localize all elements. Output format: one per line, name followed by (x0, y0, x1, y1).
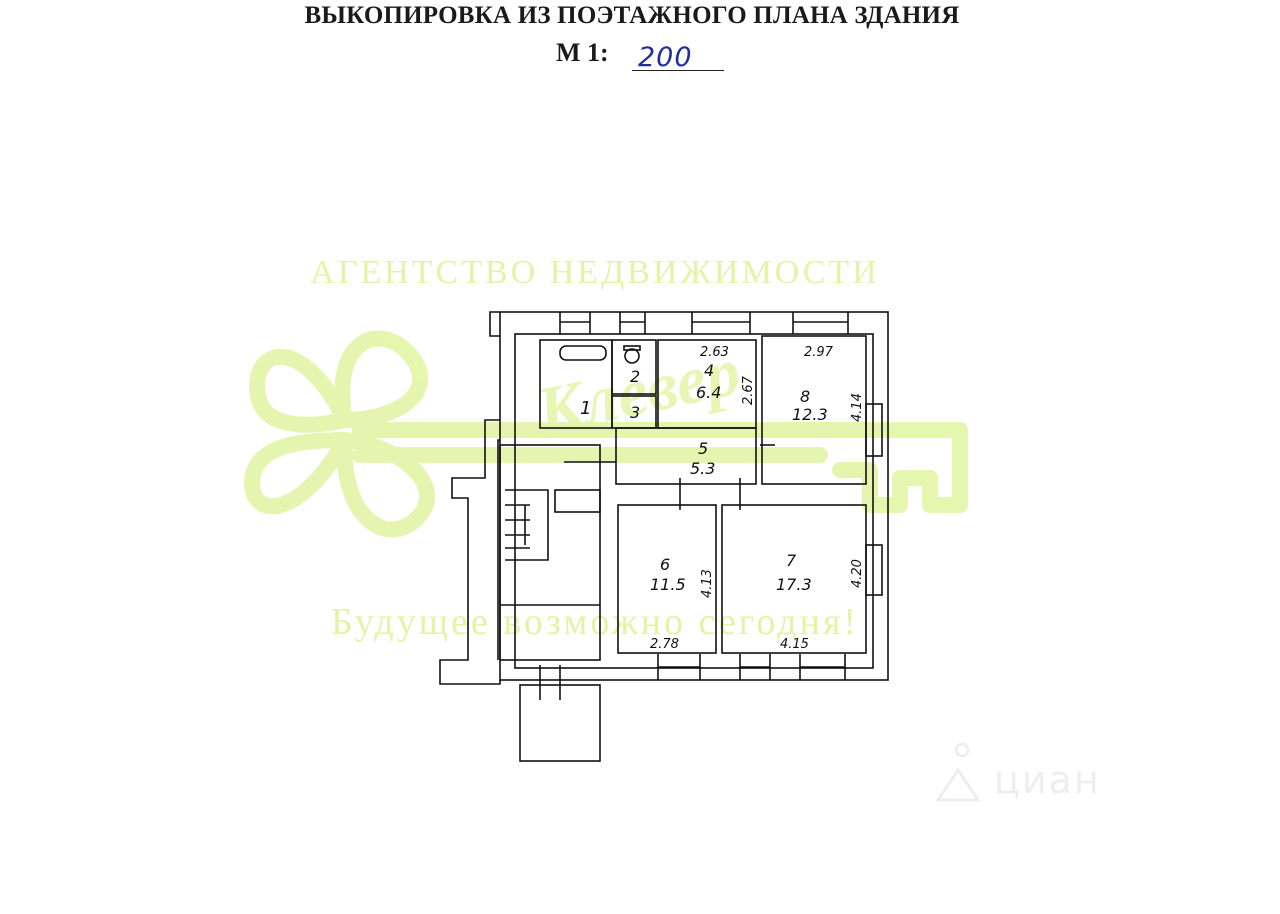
room-1-wall (539, 339, 613, 429)
room-5-number: 5 (698, 439, 708, 458)
room-5-wall (615, 427, 757, 485)
room-4-area: 6.4 (696, 383, 721, 402)
dim-room6-width: 2.78 (650, 637, 679, 652)
room-6-area: 11.5 (650, 575, 686, 594)
room-2-number: 2 (630, 367, 640, 386)
room-5-area: 5.3 (690, 459, 715, 478)
clover-key-icon (244, 330, 968, 538)
right-windows (865, 403, 883, 596)
room-8-number: 8 (800, 387, 810, 406)
room-8-wall (761, 335, 867, 485)
room-7-wall (721, 504, 867, 654)
room-6-wall (617, 504, 717, 654)
scale-underline (632, 70, 724, 71)
outer-wall (499, 311, 889, 681)
room-7-number: 7 (786, 551, 797, 570)
toilet (624, 348, 640, 364)
room-1-number: 1 (580, 398, 591, 419)
room-2-wall (611, 339, 657, 395)
room-4-number: 4 (704, 361, 714, 380)
bathtub (559, 345, 607, 361)
scale-value: 200 (638, 42, 693, 73)
left-wing-wall (489, 311, 500, 337)
scale-label: М 1: (556, 38, 609, 67)
watermark-agency: АГЕНТСТВО НЕДВИЖИМОСТИ (310, 254, 880, 291)
bottom-windows (657, 654, 846, 680)
cian-logo-text: циан (994, 758, 1101, 802)
dim-room4-depth: 2.67 (741, 375, 756, 405)
top-windows (559, 312, 849, 334)
room-7-area: 17.3 (776, 575, 812, 594)
room-labels: 1 2 3 4 6.4 5 5.3 6 11.5 7 17.3 8 12.3 (580, 361, 828, 594)
dim-room4-width: 2.63 (700, 345, 729, 360)
dimension-labels: 2.63 2.67 2.97 4.14 4.13 2.78 4.20 4.15 (650, 345, 865, 652)
dim-room6-depth: 4.13 (700, 569, 715, 598)
cian-house-icon (935, 742, 981, 802)
dim-room8-width: 2.97 (804, 345, 834, 360)
room-8-area: 12.3 (792, 405, 828, 424)
stair-hall (499, 444, 601, 661)
dim-room7-width: 4.15 (780, 637, 809, 652)
plan-title: ВЫКОПИРОВКА ИЗ ПОЭТАЖНОГО ПЛАНА ЗДАНИЯ (304, 2, 960, 29)
dim-room8-depth: 4.14 (850, 393, 865, 422)
dim-room7-depth: 4.20 (850, 559, 865, 588)
watermark-slogan: Будущее возможно сегодня! (330, 601, 860, 643)
room-3-number: 3 (630, 403, 640, 422)
room-6-number: 6 (660, 555, 670, 574)
